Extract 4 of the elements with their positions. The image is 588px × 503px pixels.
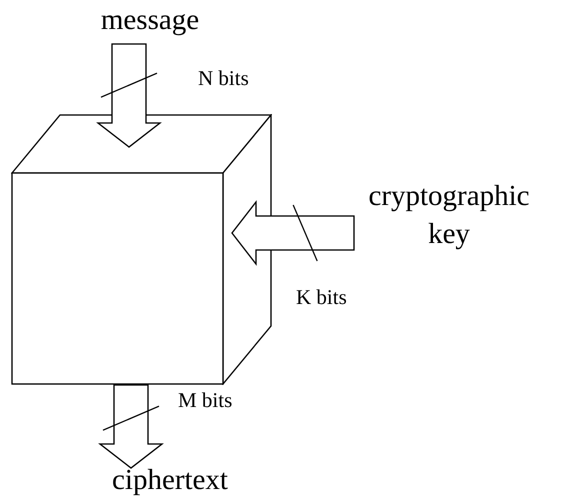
node-label: cryptographic key bbox=[350, 178, 548, 262]
cube-drawing bbox=[11, 114, 272, 385]
node-label: ciphertext bbox=[105, 462, 235, 502]
node-label: message bbox=[82, 2, 218, 42]
